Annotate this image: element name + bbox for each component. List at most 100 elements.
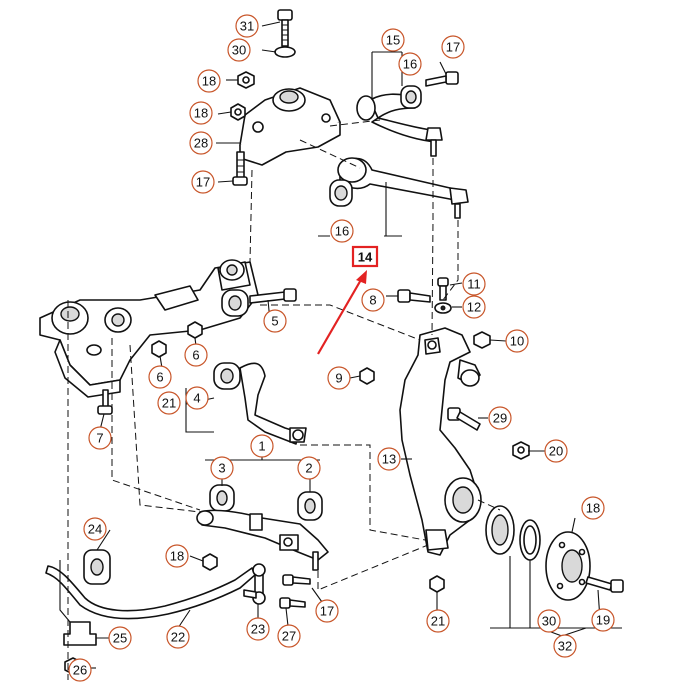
callout-5[interactable]: 5 [263, 309, 287, 333]
callout-label: 8 [369, 293, 376, 308]
callout-label: 18 [194, 106, 208, 121]
callout-label: 30 [232, 43, 246, 58]
callout-label: 18 [586, 501, 600, 516]
callout-30[interactable]: 30 [227, 38, 251, 62]
callout-label: 4 [193, 391, 200, 406]
callout-14-label: 14 [358, 250, 373, 265]
callout-2[interactable]: 2 [297, 456, 321, 480]
callout-6[interactable]: 6 [184, 343, 208, 367]
callout-18[interactable]: 18 [581, 496, 605, 520]
callout-18[interactable]: 18 [165, 544, 189, 568]
callout-label: 27 [282, 629, 296, 644]
bolt-28-drawing [279, 597, 306, 609]
callout-label: 21 [431, 614, 445, 629]
callout-circle [277, 624, 301, 648]
callout-32[interactable]: 32 [553, 634, 577, 658]
callout-circle [210, 456, 234, 480]
nut-18c-drawing [202, 553, 218, 571]
callout-label: 28 [194, 136, 208, 151]
callout-17[interactable]: 17 [441, 35, 465, 59]
callout-26[interactable]: 26 [68, 658, 92, 682]
callout-24[interactable]: 24 [83, 517, 107, 541]
callout-circle [377, 447, 401, 471]
callout-circle [184, 343, 208, 367]
callout-21[interactable]: 21 [426, 609, 450, 633]
callout-30[interactable]: 30 [537, 609, 561, 633]
callout-circle [148, 365, 172, 389]
callout-3[interactable]: 3 [210, 456, 234, 480]
callout-label: 1 [258, 439, 265, 454]
callout-6[interactable]: 6 [148, 365, 172, 389]
callout-label: 17 [196, 175, 210, 190]
callout-16[interactable]: 16 [398, 52, 422, 76]
callout-circle [315, 599, 339, 623]
callout-16[interactable]: 16 [330, 219, 354, 243]
callout-circle [327, 366, 351, 390]
callout-label: 25 [113, 631, 127, 646]
callout-29[interactable]: 29 [488, 406, 512, 430]
bolt-32-drawing [274, 9, 296, 58]
callout-label: 11 [467, 277, 481, 292]
callout-21[interactable]: 21 [157, 391, 181, 415]
callout-circle [544, 439, 568, 463]
callout-17[interactable]: 17 [315, 599, 339, 623]
callout-13[interactable]: 13 [377, 447, 401, 471]
callout-18[interactable]: 18 [197, 69, 221, 93]
callout-circle [381, 28, 405, 52]
callout-8[interactable]: 8 [361, 288, 385, 312]
callout-circle [197, 69, 221, 93]
callout-circle [591, 608, 615, 632]
callout-circle [537, 609, 561, 633]
bolt-17c-drawing [282, 574, 311, 586]
callout-31[interactable]: 31 [235, 14, 259, 38]
callout-1[interactable]: 1 [250, 434, 274, 458]
wheel-hub-19-drawing [545, 531, 591, 601]
leader-lines [59, 21, 622, 669]
callout-11[interactable]: 11 [462, 272, 486, 296]
bolt-5-drawing [249, 288, 297, 304]
callout-27[interactable]: 27 [277, 624, 301, 648]
callout-label: 6 [192, 348, 199, 363]
callout-label: 21 [162, 396, 176, 411]
upper-arm-16-drawing [329, 157, 469, 219]
dashed-assembly-lines [67, 119, 501, 680]
callout-label: 12 [467, 300, 481, 315]
stabilizer-link-24-drawing [243, 563, 266, 605]
bolt-17a-drawing [425, 71, 459, 87]
callout-label: 17 [320, 604, 334, 619]
nut-10-drawing [473, 331, 491, 349]
parts-drawing [39, 9, 624, 675]
callout-label: 24 [88, 522, 102, 537]
callout-25[interactable]: 25 [108, 626, 132, 650]
lower-arm-22-drawing [213, 362, 307, 445]
callout-18[interactable]: 18 [189, 101, 213, 125]
callout-label: 30 [542, 614, 556, 629]
callout-28[interactable]: 28 [189, 131, 213, 155]
callouts: 1234566789101112131516161717171818181819… [68, 14, 615, 682]
callout-label: 6 [156, 370, 163, 385]
callout-label: 7 [96, 431, 103, 446]
callout-10[interactable]: 10 [505, 329, 529, 353]
bolt-11-drawing [434, 277, 452, 314]
callout-15[interactable]: 15 [381, 28, 405, 52]
callout-22[interactable]: 22 [166, 625, 190, 649]
callout-9[interactable]: 9 [327, 366, 351, 390]
callout-12[interactable]: 12 [462, 295, 486, 319]
callout-circle [189, 101, 213, 125]
callout-7[interactable]: 7 [88, 426, 112, 450]
callout-23[interactable]: 23 [246, 617, 270, 641]
callout-circle [361, 288, 385, 312]
callout-label: 23 [251, 622, 265, 637]
callout-label: 32 [558, 639, 572, 654]
callout-label: 16 [335, 224, 349, 239]
callout-4[interactable]: 4 [185, 386, 209, 410]
callout-circle [68, 658, 92, 682]
wheel-bearing-drawing [485, 505, 541, 561]
callout-circle [157, 391, 181, 415]
nut-21b-drawing [429, 575, 445, 593]
callout-19[interactable]: 19 [591, 608, 615, 632]
callout-label: 5 [271, 314, 278, 329]
callout-14-highlight[interactable]: 14 [351, 245, 379, 268]
callout-17[interactable]: 17 [191, 170, 215, 194]
callout-20[interactable]: 20 [544, 439, 568, 463]
